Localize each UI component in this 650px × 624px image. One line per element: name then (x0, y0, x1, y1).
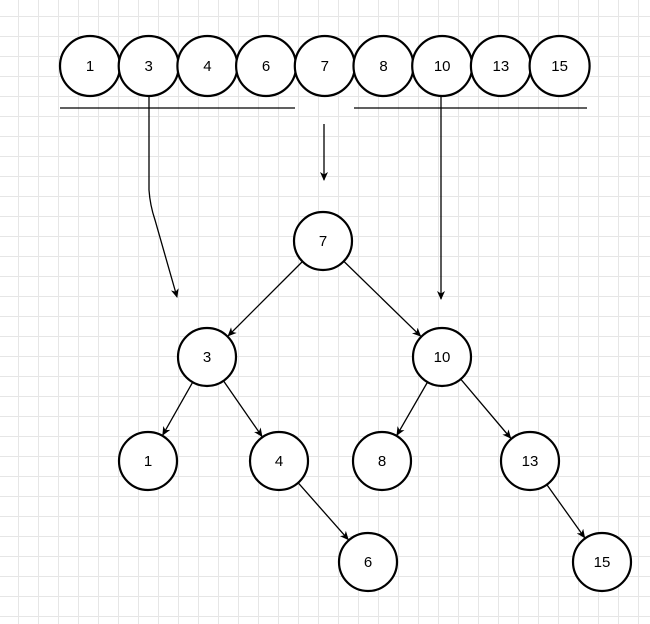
array-cell-label: 8 (379, 58, 387, 75)
tree-node: 15 (571, 531, 633, 593)
array-cell-label: 4 (203, 58, 211, 75)
left-half-arrow (148, 95, 179, 298)
array-cell: 4 (176, 34, 239, 98)
array-cell: 10 (411, 34, 474, 98)
tree-node-label: 3 (203, 349, 211, 366)
tree-node-circle (248, 430, 310, 492)
tree-edge-7-to-10 (343, 260, 422, 337)
tree-node-circle (292, 210, 354, 272)
tree-node-circle (499, 430, 561, 492)
tree-node-circle (351, 430, 413, 492)
array-cell: 15 (528, 34, 591, 98)
tree-node: 4 (248, 430, 310, 492)
tree-edge-4-to-6 (297, 482, 349, 541)
tree-node-label: 4 (275, 453, 283, 470)
tree-edge-10-to-8 (396, 381, 429, 436)
tree-node: 10 (411, 326, 473, 388)
array-cell: 8 (352, 34, 415, 98)
array-cell: 1 (58, 34, 122, 98)
tree-node: 8 (351, 430, 413, 492)
array-cell-label: 1 (86, 58, 94, 75)
tree-edges (162, 260, 586, 541)
tree-edge-3-to-4 (222, 380, 263, 438)
array-cell: 13 (469, 34, 532, 98)
tree-node-label: 15 (594, 554, 611, 571)
tree-node-label: 1 (144, 453, 152, 470)
array-cell-label: 7 (321, 58, 329, 75)
array-cell: 7 (293, 34, 356, 98)
array-cell-label: 15 (551, 58, 568, 75)
tree-node: 6 (337, 531, 399, 593)
array-cell: 3 (117, 34, 180, 98)
tree-nodes: 7 3 10 1 4 8 13 6 15 (117, 210, 633, 593)
tree-edge-10-to-13 (460, 378, 512, 439)
tree-edge-13-to-15 (546, 484, 586, 539)
tree-node-circle (117, 430, 179, 492)
array-cell: 6 (235, 34, 298, 98)
tree-node: 13 (499, 430, 561, 492)
tree-edge-3-to-1 (162, 381, 194, 436)
tree-node-circle (571, 531, 633, 593)
array-cell-label: 10 (434, 58, 451, 75)
array-cell-label: 3 (145, 58, 153, 75)
tree-node-label: 7 (319, 233, 327, 250)
array-cell-label: 6 (262, 58, 270, 75)
array-cell-circle (528, 34, 591, 98)
tree-node-label: 10 (434, 349, 451, 366)
tree-node-circle (411, 326, 473, 388)
tree-edge-7-to-3 (227, 261, 303, 337)
array-cell-label: 13 (493, 58, 510, 75)
tree-node: 7 (292, 210, 354, 272)
tree-node-label: 13 (522, 453, 539, 470)
tree-node-circle (176, 326, 238, 388)
tree-node-circle (337, 531, 399, 593)
tree-node: 3 (176, 326, 238, 388)
tree-node-label: 6 (364, 554, 372, 571)
tree-node-label: 8 (378, 453, 386, 470)
tree-node: 1 (117, 430, 179, 492)
